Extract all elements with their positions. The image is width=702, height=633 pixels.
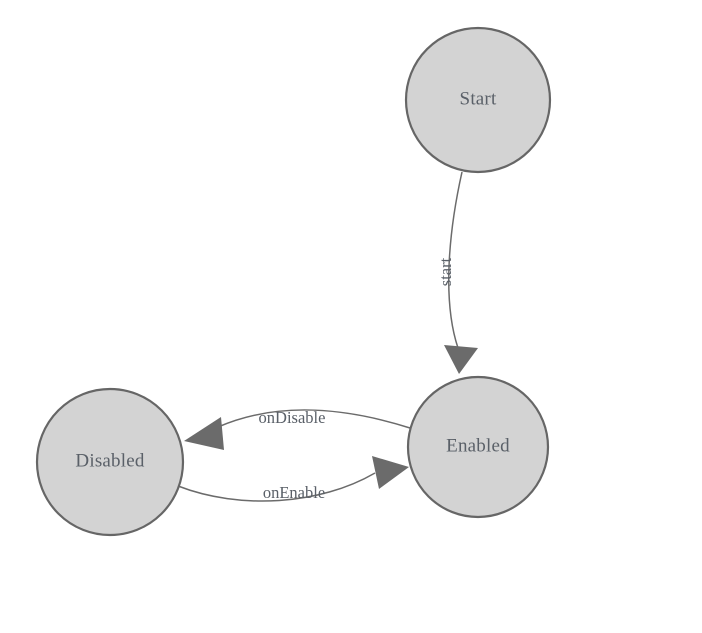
node-disabled-label: Disabled	[75, 450, 144, 471]
node-start-circle[interactable]	[404, 26, 552, 174]
edge-disabled-to-enabled-arrowhead	[372, 456, 409, 489]
edge-label-on-enable: onEnable	[263, 483, 325, 502]
edge-disabled-to-enabled: onEnable	[177, 456, 409, 502]
edge-disabled-to-enabled-path	[177, 472, 376, 502]
node-enabled-circle[interactable]	[406, 375, 550, 519]
edge-label-start: start	[436, 257, 455, 286]
edge-enabled-to-disabled-path	[217, 409, 411, 429]
edge-label-on-disable: onDisable	[259, 408, 326, 427]
edge-start-to-enabled-path	[448, 171, 463, 349]
node-disabled[interactable]: Disabled	[35, 387, 185, 537]
node-enabled[interactable]: Enabled	[406, 375, 550, 519]
node-enabled-label: Enabled	[446, 435, 510, 456]
node-start-label: Start	[460, 88, 497, 109]
edge-start-to-enabled: start	[436, 171, 478, 374]
edge-start-to-enabled-arrowhead	[444, 345, 478, 374]
edge-enabled-to-disabled-arrowhead	[184, 417, 224, 450]
edge-enabled-to-disabled: onDisable	[184, 408, 411, 450]
node-start[interactable]: Start	[404, 26, 552, 174]
node-disabled-circle[interactable]	[35, 387, 185, 537]
